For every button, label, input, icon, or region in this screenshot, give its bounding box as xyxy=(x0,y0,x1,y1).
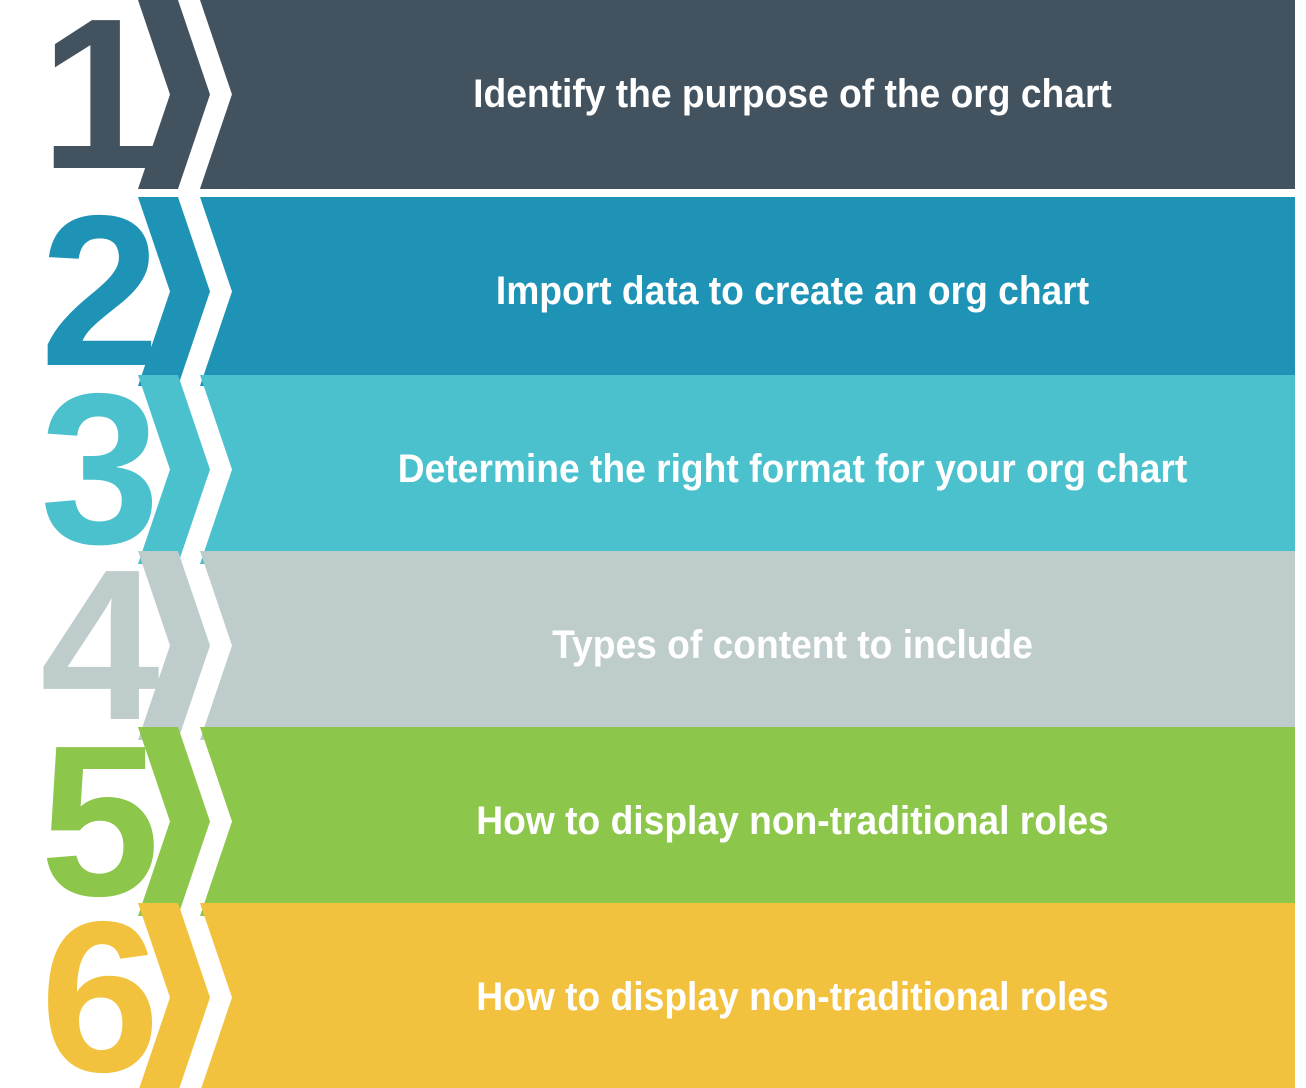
step-bar-body xyxy=(200,197,1295,386)
process-step-row[interactable]: 3 Determine the right format for your or… xyxy=(0,361,1306,576)
step-bar-body xyxy=(200,727,1295,916)
chevron-arrow-shape xyxy=(138,903,210,1088)
chevron-arrow-icon xyxy=(138,551,210,740)
chevron-arrow-icon xyxy=(138,727,210,916)
process-step-row[interactable]: 4 Types of content to include xyxy=(0,537,1306,752)
step-bar xyxy=(200,551,1295,740)
process-step-row[interactable]: 5 How to display non-traditional roles xyxy=(0,713,1306,928)
step-bar xyxy=(200,375,1295,564)
chevron-arrow-shape xyxy=(138,197,210,386)
step-bar-body xyxy=(200,551,1295,740)
step-bar xyxy=(200,0,1295,189)
chevron-arrow-icon xyxy=(138,197,210,386)
chevron-arrow-shape xyxy=(138,0,210,189)
step-bar xyxy=(200,903,1295,1088)
chevron-arrow-icon xyxy=(138,375,210,564)
process-step-row[interactable]: 6 How to display non-traditional roles xyxy=(0,889,1306,1088)
step-bar-body xyxy=(200,903,1295,1088)
chevron-arrow-shape xyxy=(138,375,210,564)
step-bar-body xyxy=(200,0,1295,189)
chevron-arrow-shape xyxy=(138,551,210,740)
chevron-arrow-icon xyxy=(138,903,210,1088)
step-bar-body xyxy=(200,375,1295,564)
step-bar xyxy=(200,197,1295,386)
chevron-arrow-icon xyxy=(138,0,210,189)
process-step-row[interactable]: 1 Identify the purpose of the org chart xyxy=(0,0,1306,201)
process-step-row[interactable]: 2 Import data to create an org chart xyxy=(0,183,1306,398)
step-bar xyxy=(200,727,1295,916)
chevron-arrow-shape xyxy=(138,727,210,916)
